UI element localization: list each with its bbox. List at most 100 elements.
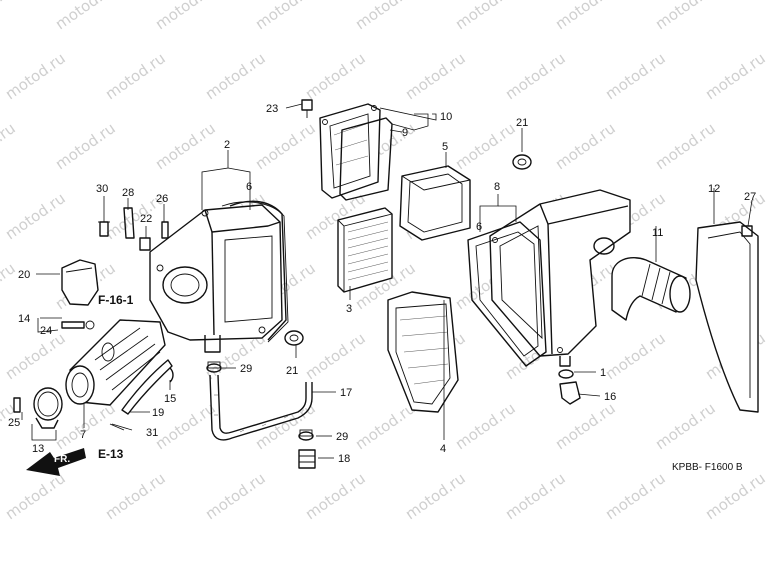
bolt-14	[61, 320, 95, 330]
watermark-text: motod.ru	[652, 119, 719, 173]
resonator-cover	[61, 259, 99, 306]
clamp-29-upper	[206, 361, 222, 373]
callout-labels: 2 6 30 28 26 22 20 14 24 25 13 7 31 19 1…	[8, 103, 756, 465]
drain-cap-16	[559, 381, 581, 405]
grommet-21-lower	[284, 330, 304, 346]
watermark-text: motod.ru	[202, 49, 269, 103]
callout-12: 12	[708, 183, 720, 195]
callout-9: 9	[402, 127, 408, 139]
watermark-text: motod.ru	[102, 49, 169, 103]
watermark-text: motod.ru	[0, 0, 19, 33]
watermark-text: motod.ru	[52, 0, 119, 33]
watermark-text: motod.ru	[252, 0, 319, 33]
watermark-text: motod.ru	[2, 329, 69, 383]
callout-2: 2	[224, 139, 230, 151]
watermark-text: motod.ru	[302, 329, 369, 383]
callout-13: 13	[32, 443, 44, 455]
watermark-text: motod.ru	[252, 399, 319, 453]
case-seal-gasket-left	[221, 201, 289, 343]
callout-6-left: 6	[246, 181, 252, 193]
callout-29-lower: 29	[336, 431, 348, 443]
watermark-text: motod.ru	[452, 119, 519, 173]
watermark-text: motod.ru	[152, 119, 219, 173]
callout-21-upper: 21	[516, 117, 528, 129]
callout-24: 24	[40, 325, 52, 337]
watermark-text: motod.ru	[502, 49, 569, 103]
callout-17: 17	[340, 387, 352, 399]
watermark-text: motod.ru	[302, 49, 369, 103]
callout-14: 14	[18, 313, 30, 325]
watermark-text: motod.ru	[402, 469, 469, 523]
clip-1	[558, 369, 574, 379]
watermark-text: motod.ru	[2, 49, 69, 103]
breather-tube-19	[121, 359, 173, 415]
callout-11: 11	[652, 227, 663, 239]
watermark-text: motod.ru	[402, 49, 469, 103]
callout-8: 8	[494, 181, 500, 193]
callout-4: 4	[440, 443, 446, 455]
screw-25	[13, 397, 21, 413]
callout-5: 5	[442, 141, 448, 153]
collar-22	[139, 237, 151, 251]
cover-gasket-9	[339, 117, 393, 201]
watermark-text: motod.ru	[602, 469, 669, 523]
callout-31: 31	[146, 427, 158, 439]
watermark-text: motod.ru	[52, 119, 119, 173]
callout-3: 3	[346, 303, 352, 315]
callout-27: 27	[744, 191, 756, 203]
air-cleaner-lower-cover-4	[387, 291, 459, 413]
watermark-text: motod.ru	[552, 119, 619, 173]
callout-30: 30	[96, 183, 108, 195]
drain-plug-18	[298, 449, 316, 469]
reference-label-e13: E-13	[98, 447, 124, 461]
watermark-text: motod.ru	[352, 399, 419, 453]
callout-26: 26	[156, 193, 168, 205]
watermark-text: motod.ru	[602, 49, 669, 103]
watermark-text: motod.ru	[652, 0, 719, 33]
callout-19: 19	[152, 407, 164, 419]
air-cleaner-housing-8	[489, 189, 631, 367]
air-cleaner-cover-10	[319, 103, 381, 199]
watermark-text: motod.ru	[702, 49, 768, 103]
callout-7: 7	[80, 429, 86, 441]
watermark-text: motod.ru	[702, 469, 768, 523]
watermark-text: motod.ru	[252, 119, 319, 173]
housing-gasket-right	[467, 221, 547, 367]
front-direction-label: FR.	[54, 454, 70, 465]
callout-23: 23	[266, 103, 278, 115]
clip-31	[109, 423, 125, 431]
callout-21-lower: 21	[286, 365, 298, 377]
clip-15	[169, 367, 174, 383]
drain-tube-17	[209, 374, 313, 441]
watermark-text: motod.ru	[552, 399, 619, 453]
side-cover-12	[695, 221, 759, 413]
callout-22: 22	[140, 213, 152, 225]
inlet-duct	[65, 319, 166, 406]
watermark-text: motod.ru	[102, 469, 169, 523]
watermark-text: motod.ru	[2, 189, 69, 243]
screw-27	[741, 225, 753, 237]
watermark-text: motod.ru	[302, 469, 369, 523]
watermark-text: motod.ru	[652, 399, 719, 453]
watermark-text: motod.ru	[2, 469, 69, 523]
air-cleaner-case	[149, 200, 287, 353]
watermark-text: motod.ru	[0, 119, 19, 173]
callout-10: 10	[440, 111, 452, 123]
callout-25: 25	[8, 417, 20, 429]
connecting-tube-11	[611, 257, 691, 321]
watermark-text: motod.ru	[552, 0, 619, 33]
grommet-21-upper	[512, 154, 532, 170]
callout-15: 15	[164, 393, 176, 405]
watermark-text: motod.ru	[452, 0, 519, 33]
watermark-text: motod.ru	[352, 0, 419, 33]
clamp-29-lower	[298, 429, 314, 441]
callout-16: 16	[604, 391, 616, 403]
screw-26	[161, 221, 169, 239]
hose-band-clamp	[33, 387, 63, 429]
watermark-text: motod.ru	[202, 469, 269, 523]
clip-28	[123, 207, 135, 239]
screw-23	[301, 99, 313, 118]
front-direction-arrow	[26, 448, 86, 476]
